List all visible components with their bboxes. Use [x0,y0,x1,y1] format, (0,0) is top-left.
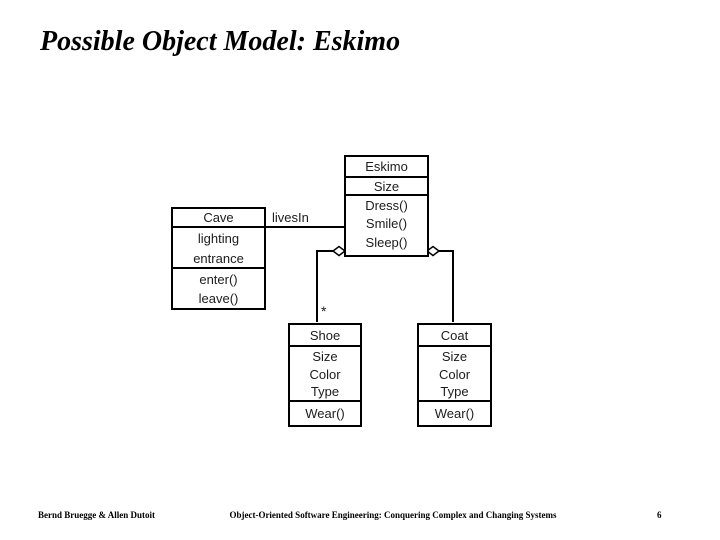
class-name: Cave [173,209,264,228]
class-operation: leave() [198,291,239,306]
association-label-livesin: livesIn [272,210,309,225]
class-name: Eskimo [346,157,427,178]
class-operation: Dress() [365,198,408,213]
class-operation: Wear() [305,406,345,421]
class-attribute: Size [312,349,338,364]
class-attribute: Color [438,366,471,382]
class-attribute: lighting [197,231,240,246]
class-operation: Sleep() [365,234,408,250]
class-box-cave: Cave lighting entrance enter() leave() [171,207,266,310]
aggregation-diamond-icon [331,245,347,257]
class-attribute: Size [346,178,427,196]
eskimo-coat-aggregation-line [434,250,454,322]
slide-title: Possible Object Model: Eskimo [40,26,401,57]
class-attribute: Color [309,366,341,382]
class-attribute: Type [440,384,469,400]
footer-book-title: Object-Oriented Software Engineering: Co… [229,510,557,520]
aggregation-diamond-icon [425,245,441,257]
class-box-eskimo: Eskimo Size Dress() Smile() Sleep() [344,155,429,257]
class-attribute: Type [310,384,340,400]
class-operation: Smile() [365,216,408,232]
class-name: Coat [419,325,490,347]
eskimo-shoe-aggregation-line [316,250,338,322]
class-box-coat: Coat Size Color Type Wear() [417,323,492,427]
class-box-shoe: Shoe Size Color Type Wear() [288,323,362,427]
class-operation: Wear() [434,406,475,421]
class-name: Shoe [290,325,360,347]
multiplicity-label-star: * [321,303,327,319]
class-attribute: Size [441,349,468,364]
footer-authors: Bernd Bruegge & Allen Dutoit [38,510,155,520]
class-attribute: entrance [193,250,244,266]
class-operation: enter() [199,272,238,287]
footer-page-number: 6 [657,510,662,520]
